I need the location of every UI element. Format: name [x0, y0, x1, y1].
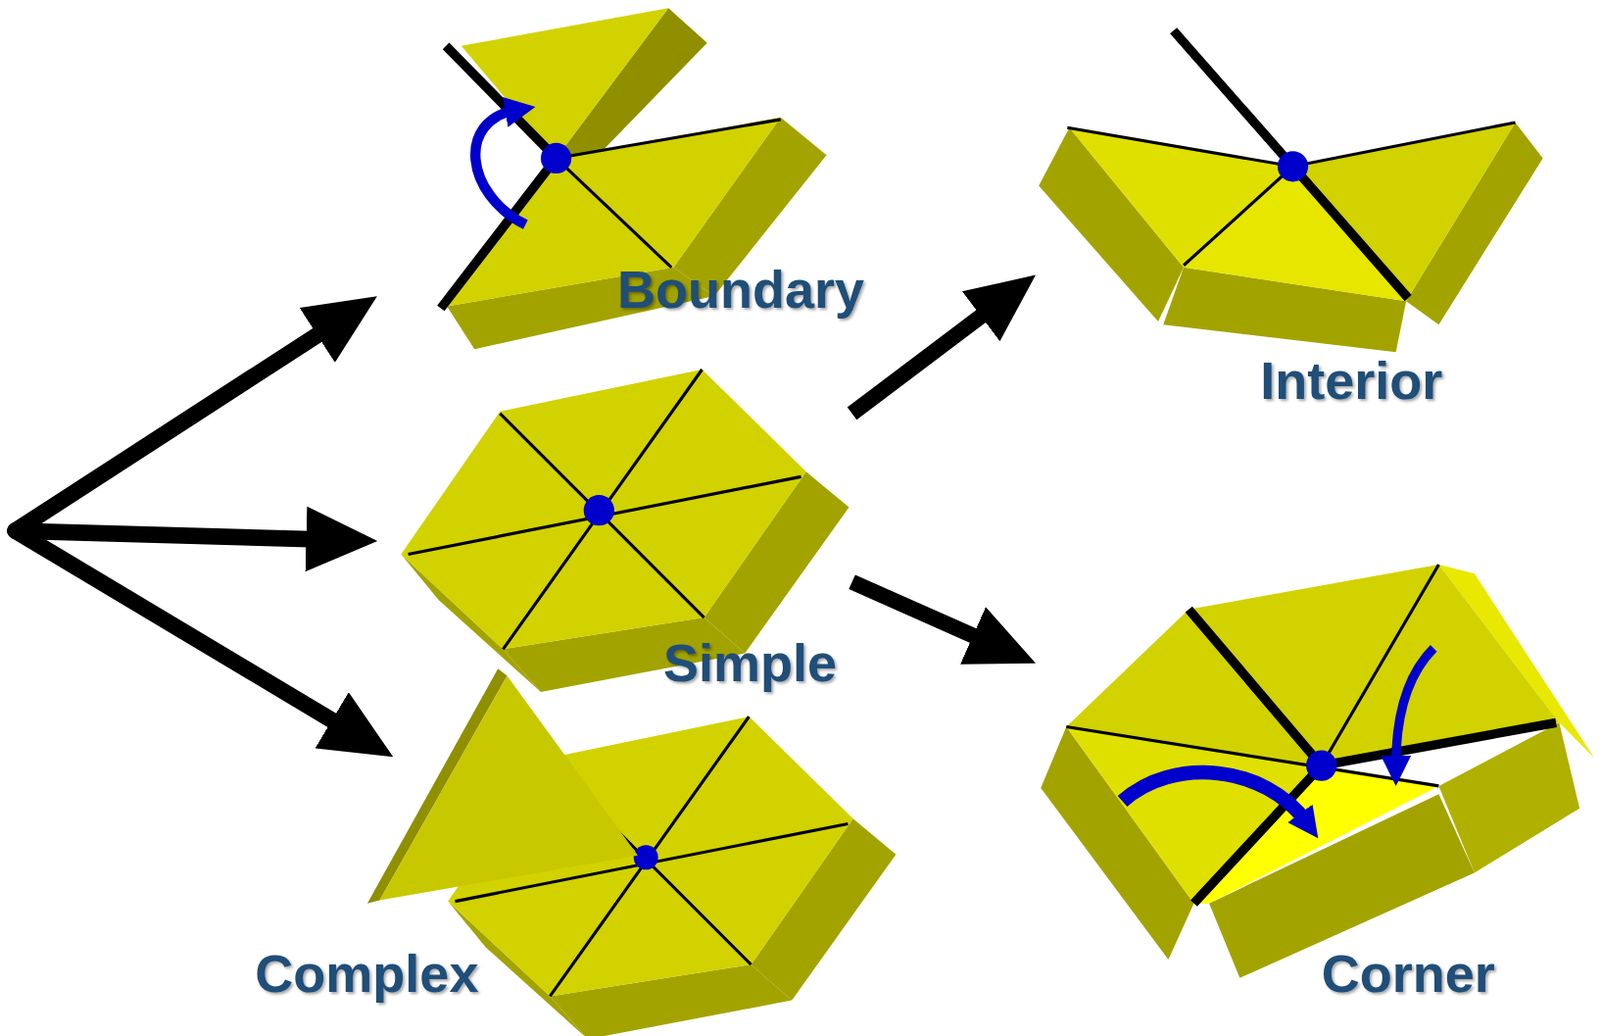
fold-label: Simple — [663, 633, 837, 692]
complex-fold-part — [633, 844, 659, 870]
complex-fold-part — [379, 675, 637, 900]
fold-arrow — [852, 581, 1001, 648]
corner-fold-part — [1209, 793, 1475, 977]
fold-illustration-part — [15, 7, 1595, 1036]
split-arrows-part — [15, 531, 359, 736]
boundary-fold-part — [556, 119, 781, 268]
complex-fold — [367, 668, 896, 1036]
fold-node: Corner — [1035, 561, 1598, 1011]
fold-arrow — [852, 298, 1006, 414]
corner-fold-part — [1306, 749, 1337, 780]
corner-fold-part — [1122, 772, 1307, 822]
fold-node: Interior — [1035, 30, 1547, 419]
corner-fold-part — [1438, 722, 1580, 873]
interior-fold-part — [1293, 122, 1516, 301]
simple-fold-part — [583, 494, 615, 526]
fold-node: Simple — [397, 362, 852, 700]
fold-node: Complex — [254, 663, 882, 1036]
fold-label: Complex — [254, 944, 479, 1003]
boundary-fold-part — [440, 46, 557, 309]
boundary-fold — [440, 7, 827, 349]
interior-fold — [1038, 30, 1543, 352]
interior-fold-part — [1277, 150, 1309, 182]
fold-label: Interior — [1260, 351, 1443, 410]
corner-fold-part — [1396, 647, 1435, 766]
split-arrows-part — [15, 318, 343, 532]
interior-fold-part — [1066, 122, 1515, 266]
simple-fold-part — [408, 369, 802, 649]
simple-fold-part — [400, 369, 806, 649]
split-arrows-part — [15, 531, 338, 540]
boundary-fold-part — [461, 7, 669, 158]
simple-fold — [400, 369, 849, 692]
corner-fold-part — [1066, 564, 1439, 786]
split-arrows — [15, 318, 359, 736]
corner-fold — [1040, 564, 1594, 978]
fold-node: Boundary — [434, 4, 914, 352]
interior-fold-part — [1173, 30, 1409, 298]
boundary-fold-part — [475, 109, 526, 225]
fold-label: Boundary — [617, 260, 865, 319]
boundary-fold-part — [540, 143, 572, 174]
fold-label: Corner — [1321, 944, 1496, 1003]
